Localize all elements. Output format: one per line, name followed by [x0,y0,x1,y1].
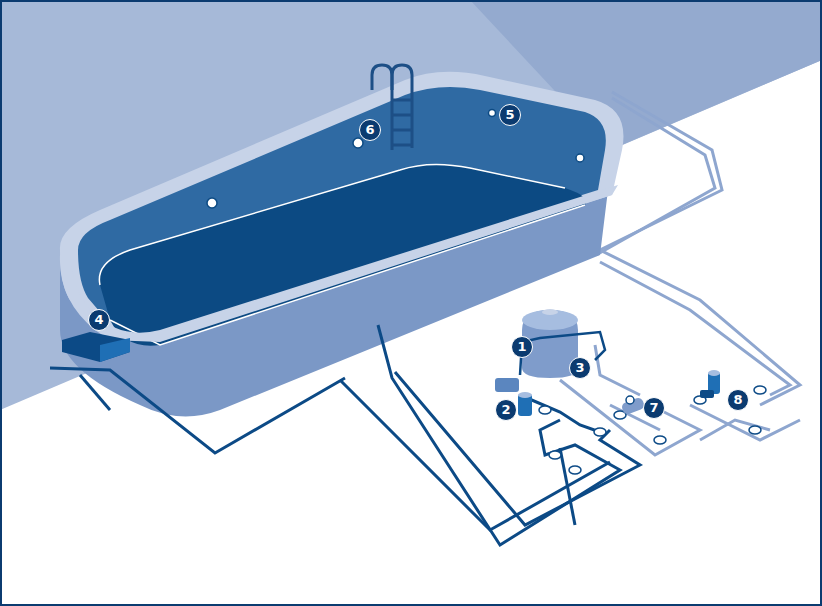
callout-number: 6 [359,119,381,141]
pool-floor [99,164,585,345]
callout-number: 5 [499,104,521,126]
skimmer [62,332,130,362]
pool-lights [207,110,584,209]
valves [539,386,766,474]
callout-number: 8 [727,389,749,411]
callout-number: 3 [569,357,591,379]
heater-unit [700,370,720,398]
callout-number: 1 [511,336,533,358]
paving [0,0,822,410]
callout-number: 7 [643,397,665,419]
callout-number: 4 [88,309,110,331]
chlorinator [621,396,646,415]
rim-front [60,185,618,342]
callout-number: 2 [495,399,517,421]
filter-tank [520,309,605,378]
